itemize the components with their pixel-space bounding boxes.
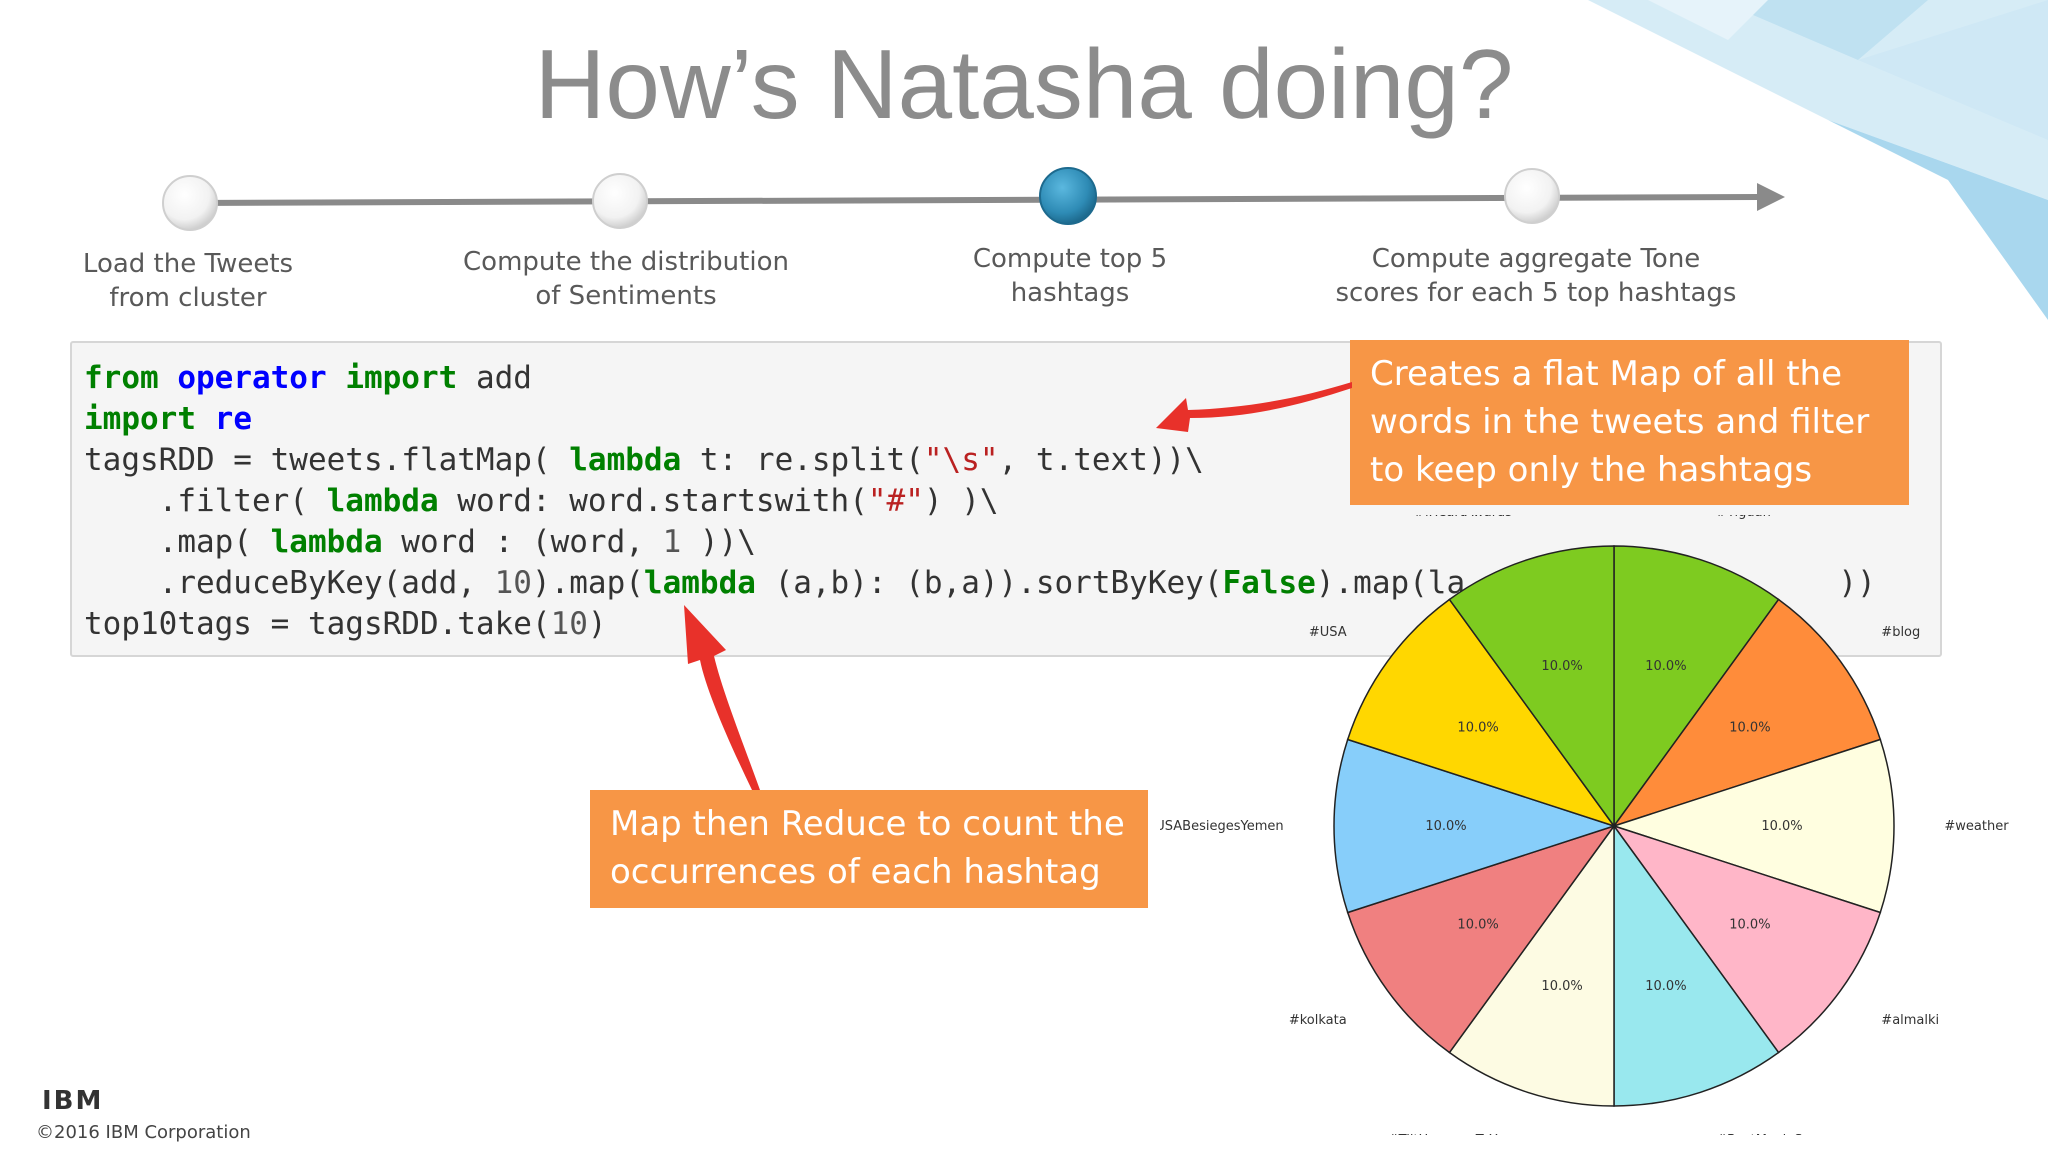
pie-slice <box>1448 545 1615 829</box>
pie-slice <box>1611 738 1895 914</box>
ibm-logo: IBM <box>42 1086 104 1116</box>
slide-title: How’s Natasha doing? <box>534 29 1514 139</box>
pie-pct-label: 10.0% <box>1457 918 1498 933</box>
pie-category-label: #TiltHappensToYou <box>1388 1133 1512 1135</box>
copyright-text: ©2016 IBM Corporation <box>36 1122 251 1143</box>
progress-timeline <box>162 167 1785 231</box>
pie-pct-label: 10.0% <box>1729 720 1770 735</box>
pie-pct-label: 10.0% <box>1425 819 1466 834</box>
timeline-node-1 <box>162 175 218 231</box>
pie-slice <box>1346 824 1616 1054</box>
pie-slice <box>1448 823 1615 1107</box>
pie-category-label: #weather <box>1944 819 2009 834</box>
timeline-line <box>189 194 1761 206</box>
pie-slice <box>1346 598 1616 828</box>
code-block: from operator import add import re tagsR… <box>84 360 1876 642</box>
pie-slice <box>1333 738 1617 914</box>
pie-category-label: #USABesiegesYemen <box>1160 819 1284 834</box>
timeline-arrowhead <box>1757 183 1785 211</box>
pie-pct-label: 10.0% <box>1761 819 1802 834</box>
pie-category-label: #almalki <box>1881 1013 1939 1028</box>
pie-category-label: #BestMovieSong <box>1716 1133 1827 1135</box>
corner-decoration <box>1588 0 2048 320</box>
pie-pct-label: 10.0% <box>1729 918 1770 933</box>
callout-map-reduce: Map then Reduce to count the occurrences… <box>590 790 1148 908</box>
timeline-node-2 <box>592 173 648 229</box>
pie-category-label: #blog <box>1881 625 1920 640</box>
pie-slice <box>1613 823 1780 1107</box>
pie-category-label: #Tiguan <box>1716 515 1771 520</box>
pie-pct-label: 10.0% <box>1541 659 1582 674</box>
hashtag-pie-chart: 10.0% #Tiguan 10.0% #blog 10.0% #weather 10.0%… <box>1160 515 2009 1135</box>
pie-category-label: #iHeartAwards <box>1414 515 1512 520</box>
timeline-node-4 <box>1504 168 1560 224</box>
pie-slice <box>1612 824 1882 1054</box>
pie-pct-label: 10.0% <box>1645 659 1686 674</box>
pie-category-label: #kolkata <box>1289 1013 1347 1028</box>
callout-flatmap: Creates a flat Map of all the words in t… <box>1350 340 1909 505</box>
pie-pct-label: 10.0% <box>1645 979 1686 994</box>
pie-slice <box>1613 545 1780 829</box>
pie-category-label: #USA <box>1309 625 1347 640</box>
timeline-node-3-active <box>1039 167 1097 225</box>
pie-slice <box>1612 598 1882 828</box>
pie-pct-label: 10.0% <box>1457 720 1498 735</box>
pie-pct-label: 10.0% <box>1541 979 1582 994</box>
